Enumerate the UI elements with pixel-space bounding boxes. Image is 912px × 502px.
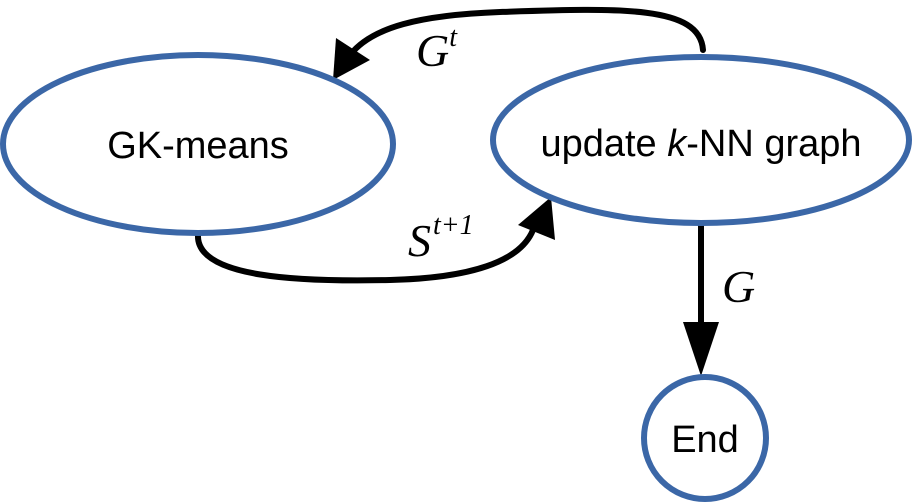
node-update-knn-graph-ellipse xyxy=(490,54,912,226)
edge-s-t1-curve xyxy=(194,227,536,284)
edge-g-t xyxy=(333,6,706,80)
edge-g-t-label: Gt xyxy=(416,22,458,76)
edge-g-arrowhead xyxy=(683,322,719,376)
edge-s-t1 xyxy=(194,197,555,284)
edge-s-t1-label: St+1 xyxy=(408,210,474,266)
node-update-knn-graph-label: update k-NN graph xyxy=(540,123,861,165)
node-gk-means-label: GK-means xyxy=(107,125,289,167)
node-end: End xyxy=(641,374,769,502)
node-gk-means: GK-means xyxy=(0,52,396,236)
edge-g-t-curve xyxy=(347,6,706,58)
edge-g-t-arrowhead xyxy=(333,38,370,80)
edge-s-t1-arrowhead xyxy=(518,197,555,240)
node-end-circle xyxy=(641,374,769,502)
edge-g-label: G xyxy=(722,261,755,312)
edge-g xyxy=(683,219,719,376)
node-update-knn-graph: update k-NN graph xyxy=(490,54,912,226)
node-end-label: End xyxy=(671,419,739,461)
node-gk-means-ellipse xyxy=(0,52,396,236)
